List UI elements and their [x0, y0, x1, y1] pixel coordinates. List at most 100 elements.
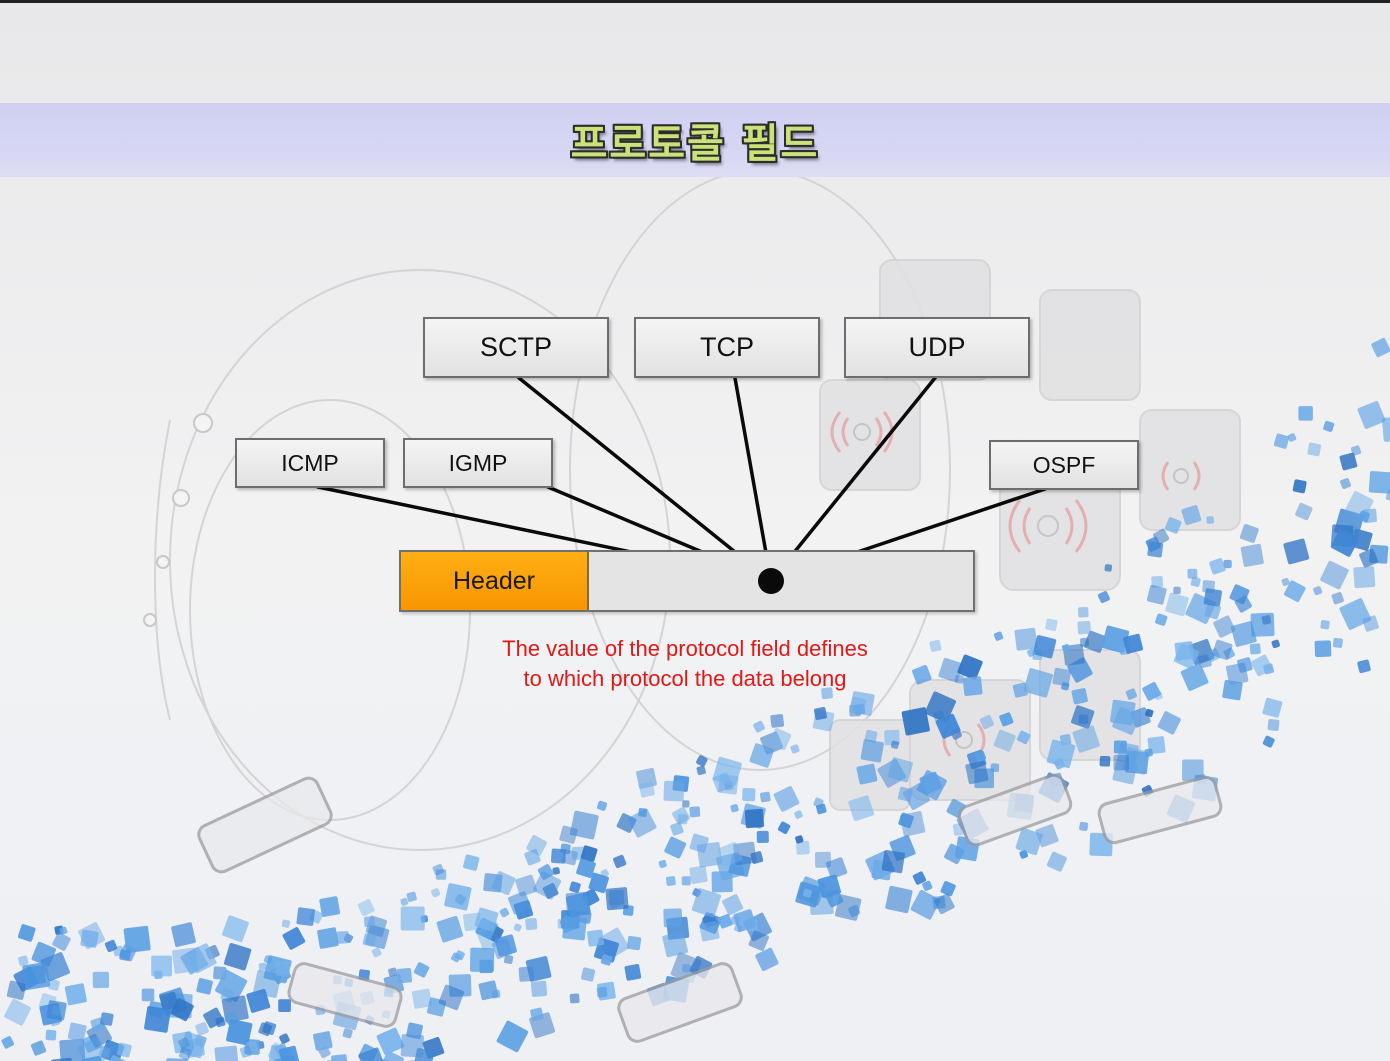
blue-cube [1113, 740, 1127, 754]
blue-cube [1071, 688, 1088, 705]
blue-cube [1016, 730, 1031, 745]
blue-cube [664, 836, 687, 859]
protocol-box-icmp: ICMP [235, 438, 385, 488]
blue-cube [712, 756, 742, 786]
blue-cube [912, 665, 932, 685]
blue-cube [491, 871, 516, 896]
blue-cube [388, 967, 398, 977]
protocol-label-ospf: OSPF [1032, 451, 1096, 478]
blue-cube [848, 795, 875, 822]
blue-cube [638, 781, 655, 798]
blue-cube [734, 924, 743, 933]
blue-cube [1368, 471, 1390, 494]
blue-cube [1331, 592, 1344, 605]
blue-cube [962, 676, 983, 697]
blue-cube [196, 978, 213, 995]
blue-cube [901, 707, 930, 736]
blue-cube [317, 927, 339, 949]
blue-cube [696, 765, 706, 776]
blue-cube [1332, 637, 1343, 648]
blue-cube [1077, 606, 1089, 618]
blue-cube [935, 713, 961, 739]
blue-cube [496, 1020, 529, 1053]
blue-cube [1358, 510, 1370, 522]
blue-cube [67, 1022, 87, 1042]
blue-cube [1239, 524, 1259, 543]
blue-cube [1097, 591, 1110, 604]
blue-cube [494, 934, 517, 957]
blue-cube [1187, 568, 1198, 579]
blue-cube [1145, 708, 1154, 718]
blue-cube [1147, 736, 1166, 755]
blue-cube [226, 1019, 253, 1046]
blue-cube [1222, 679, 1243, 701]
protocol-label-sctp: SCTP [479, 332, 552, 362]
blue-cube [78, 922, 106, 950]
blue-cube [770, 713, 785, 728]
blue-cube [974, 750, 987, 762]
blue-cube [172, 1031, 195, 1054]
blue-cube [755, 947, 779, 972]
blue-cube [104, 939, 118, 953]
blue-cube [141, 988, 155, 1002]
blue-cube [795, 835, 804, 844]
blue-cube [1027, 648, 1036, 657]
blue-cube [1313, 586, 1323, 596]
blue-cube [924, 691, 956, 723]
blue-cube [965, 760, 989, 785]
blue-cube [733, 841, 757, 865]
blue-cube [1079, 821, 1089, 831]
blue-cube [890, 740, 900, 749]
blue-cube [910, 889, 941, 920]
blue-cube [46, 1000, 67, 1021]
blue-cube [990, 763, 1000, 773]
blue-cube [748, 930, 769, 951]
blue-cube [413, 962, 430, 978]
blue-cube [682, 964, 691, 973]
blue-cube [178, 1047, 192, 1061]
blue-cube [1046, 851, 1067, 872]
blue-cube [435, 869, 447, 880]
blue-cube [919, 771, 943, 795]
blue-cube [1212, 639, 1233, 660]
blue-cube [689, 833, 709, 853]
blue-cube [576, 858, 596, 879]
blue-cube [525, 917, 538, 931]
blue-cube [170, 998, 194, 1022]
caption-line-2: to which protocol the data belong [523, 666, 847, 691]
blue-cube [769, 728, 792, 751]
blue-cube [380, 1051, 404, 1061]
blue-cube [670, 822, 684, 836]
blue-cube [957, 654, 983, 680]
blue-cube [400, 1034, 424, 1058]
blue-cube [6, 980, 27, 1000]
protocol-box-sctp: SCTP [423, 317, 609, 378]
blue-cube [722, 894, 744, 916]
blue-cube [881, 849, 905, 874]
blue-cube [1104, 564, 1113, 572]
blue-cube [376, 1027, 404, 1055]
protocol-box-igmp: IGMP [403, 438, 553, 488]
blue-cube [1180, 663, 1209, 691]
blue-cube [795, 840, 810, 855]
caption-line-1: The value of the protocol field defines [502, 636, 868, 661]
blue-cube [663, 780, 685, 802]
blue-cube [279, 1033, 290, 1044]
blue-cube [48, 979, 60, 991]
blue-cube [816, 803, 827, 815]
blue-cube [934, 893, 955, 915]
blue-cube [1144, 748, 1153, 757]
blue-cube [596, 986, 608, 998]
blue-cube [282, 927, 306, 950]
blue-cube [411, 988, 432, 1009]
blue-cube [463, 854, 480, 871]
blue-cube [600, 954, 613, 966]
blue-cube [825, 857, 848, 879]
blue-cube [750, 851, 764, 864]
blue-cube [258, 962, 267, 971]
blue-cube [993, 729, 1016, 752]
blue-cube [371, 947, 382, 958]
packet-diagram: Header [399, 550, 975, 612]
blue-cube [1123, 633, 1144, 654]
blue-cube [1371, 338, 1390, 358]
